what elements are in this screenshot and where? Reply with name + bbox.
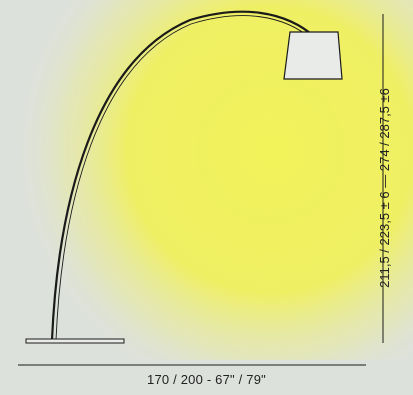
light-glow	[0, 0, 413, 360]
height-dimension-label: 211,5 / 223,5 ± 6 — 274 / 287,5 ±6	[377, 88, 392, 288]
lamp-arc	[50, 10, 317, 341]
lamp-arc-inner	[55, 15, 314, 341]
lamp-shade	[283, 31, 343, 80]
width-dimension-label: 170 / 200 - 67" / 79"	[147, 372, 266, 387]
lamp-base	[25, 338, 125, 344]
